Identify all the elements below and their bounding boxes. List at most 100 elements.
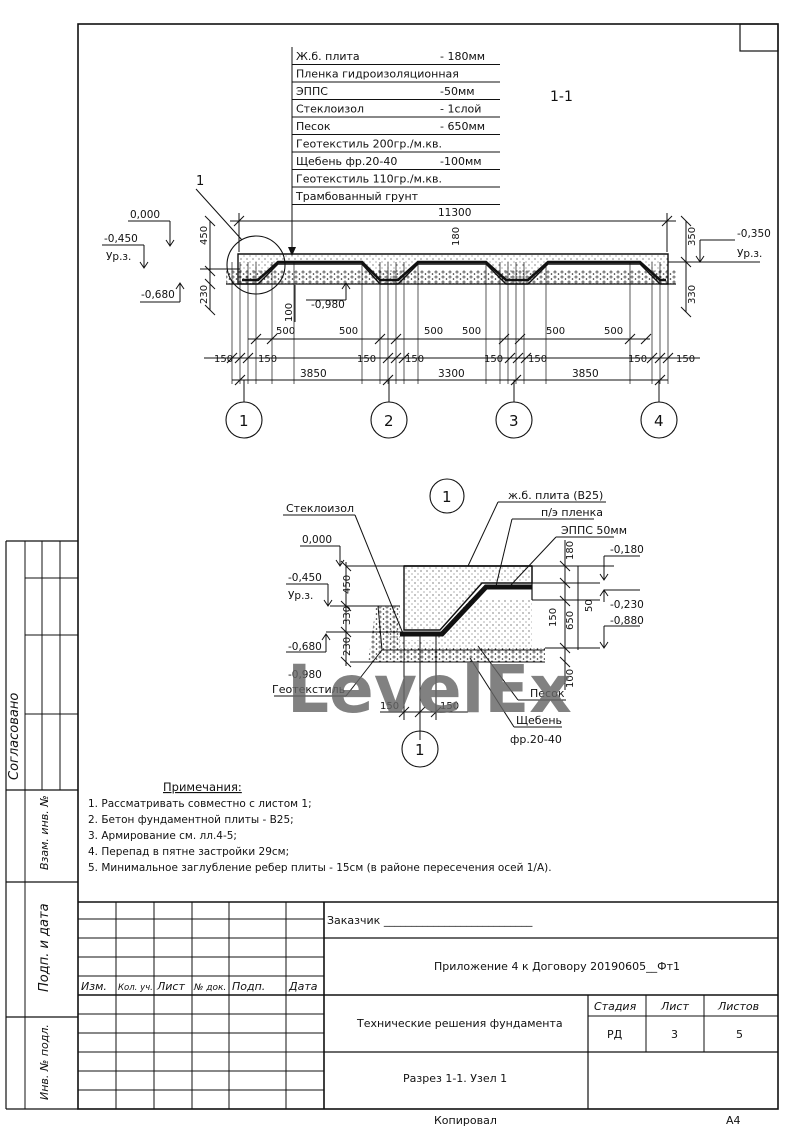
tb-header-sign: Подп.: [232, 980, 265, 993]
tb-sheet-label: Лист: [660, 1000, 689, 1013]
notes-title: Примечания:: [163, 780, 242, 794]
dim-180: 180: [451, 227, 462, 246]
dim-230: 230: [199, 285, 210, 304]
axis-label: 4: [654, 412, 664, 430]
level-right: -0,350: [737, 228, 771, 240]
level-top: 0,000: [130, 209, 160, 221]
dim-150: 150: [484, 354, 503, 365]
stamp-sign-date: Подп. и дата: [37, 903, 52, 992]
ground-label-left: Ур.з.: [106, 251, 131, 263]
label-plate: ж.б. плита (В25): [508, 489, 603, 502]
label-epps: ЭППС 50мм: [561, 524, 627, 537]
note-4: 4. Перепад в пятне застройки 29см;: [88, 846, 289, 858]
detail-ground-label: Ур.з.: [288, 590, 313, 602]
detail-dim-330: 330: [342, 606, 353, 625]
footer-copied: Копировал: [434, 1114, 497, 1127]
dim-500: 500: [339, 326, 358, 337]
callout-label: 1: [196, 174, 204, 189]
detail-level-ground: -0,450: [288, 572, 322, 584]
detail-dim-h150a: 150: [380, 701, 399, 712]
stamp-agreed: Согласовано: [7, 693, 22, 780]
axis-label: 1: [239, 412, 249, 430]
detail-axis-circle: [401, 730, 439, 768]
dim-330: 330: [687, 285, 698, 304]
detail-level-low: -0,680: [288, 641, 322, 653]
tb-sheet-title: Разрез 1-1. Узел 1: [403, 1072, 507, 1085]
tb-sheet: 3: [671, 1028, 678, 1041]
dim-150: 150: [357, 354, 376, 365]
label-steklo: Стеклоизол: [286, 502, 354, 515]
stamp-replace-inv: Взам. инв. №: [38, 795, 51, 870]
dim-span: 3850: [300, 368, 327, 380]
tb-sheets-label: Листов: [717, 1000, 759, 1013]
section-title: 1-1: [550, 89, 573, 105]
legend-layer-name: Геотекстиль 110гр./м.кв.: [296, 173, 442, 186]
level-ground-left: -0,450: [104, 233, 138, 245]
legend-layer-name: Щебень фр.20-40: [296, 155, 397, 168]
dim-span: 3300: [438, 368, 465, 380]
label-geotextile: Геотекстиль: [272, 683, 345, 696]
note-5: 5. Минимальное заглубление ребер плиты -…: [88, 862, 552, 874]
label-gravel-fraction: фр.20-40: [510, 733, 562, 746]
detail-level-r1: -0,180: [610, 544, 644, 556]
tb-customer: Заказчик ___________________________: [327, 914, 533, 927]
dim-150: 150: [214, 354, 233, 365]
title-block-text: Изм. Кол. уч. Лист № док. Подп. Дата Зак…: [81, 914, 759, 1085]
dim-total: 11300: [438, 207, 471, 219]
tb-header-izm: Изм.: [81, 980, 107, 993]
detail-level-bottom: -0,980: [288, 669, 322, 681]
detail-level-r2: -0,230: [610, 599, 644, 611]
tb-appendix: Приложение 4 к Договору 20190605__Фт1: [434, 960, 680, 973]
legend-layer-name: Трамбованный грунт: [295, 190, 419, 203]
detail-mark-circle: [429, 478, 465, 514]
note-3: 3. Армирование см. лл.4-5;: [88, 830, 237, 842]
note-2: 2. Бетон фундаментной плиты - В25;: [88, 814, 294, 826]
legend-layer-value: - 180мм: [440, 50, 485, 63]
axis-bubble: [640, 401, 678, 439]
legend-layer-name: Геотекстиль 200гр./м.кв.: [296, 138, 442, 151]
detail-mark: 1: [442, 488, 452, 506]
side-stamp-labels: Согласовано Взам. инв. № Подп. и дата Ин…: [7, 693, 52, 1100]
sheet-frame: [5, 23, 779, 1110]
tb-title: Технические решения фундамента: [356, 1017, 563, 1030]
dim-150: 150: [628, 354, 647, 365]
dim-350: 350: [687, 227, 698, 246]
section-levels: [102, 220, 760, 303]
dim-450: 450: [199, 226, 210, 245]
tb-header-list: Лист: [156, 980, 185, 993]
axis-label: 2: [384, 412, 394, 430]
detail-dim-50: 50: [584, 599, 595, 612]
tb-header-doc: № док.: [193, 983, 226, 993]
detail-level-top: 0,000: [302, 534, 332, 546]
axis-bubble: [225, 401, 263, 439]
dim-150: 150: [405, 354, 424, 365]
legend-layer-name: Стеклоизол: [296, 103, 364, 116]
legend-layer-name: Песок: [296, 120, 331, 133]
dim-150: 150: [258, 354, 277, 365]
dim-150: 150: [676, 354, 695, 365]
legend-layer-name: Ж.б. плита: [296, 50, 360, 63]
tb-header-kol: Кол. уч.: [118, 983, 153, 993]
notes: Примечания: 1. Рассматривать совместно с…: [88, 780, 552, 874]
detail-ground: [368, 600, 545, 663]
detail-1: 1 Стеклоизол ж.б. плита (В: [272, 478, 644, 768]
legend-layer-value: -50мм: [440, 85, 475, 98]
detail-dim-650: 650: [565, 611, 576, 630]
footer-format: А4: [726, 1114, 741, 1127]
section-vertical-dims: [204, 215, 692, 322]
dim-500: 500: [604, 326, 623, 337]
legend-layer-value: - 650мм: [440, 120, 485, 133]
legend-layer-name: ЭППС: [296, 85, 328, 98]
detail-dim-150: 150: [548, 608, 559, 627]
detail-dim-100: 100: [565, 669, 576, 688]
detail-axis: 1: [415, 741, 425, 759]
dim-500: 500: [546, 326, 565, 337]
level-bottom: -0,980: [311, 299, 345, 311]
dim-100: 100: [284, 303, 295, 322]
dim-500: 500: [276, 326, 295, 337]
title-block: [78, 901, 778, 1109]
